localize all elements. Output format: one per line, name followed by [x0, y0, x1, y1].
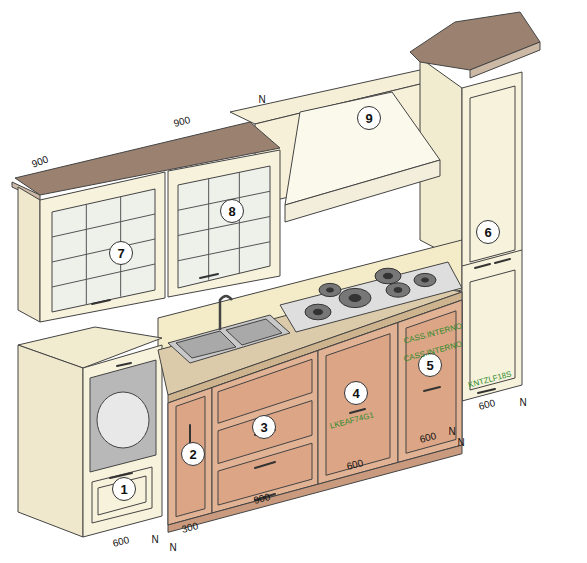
callout-text: 9: [365, 112, 372, 125]
dimension-label: 600: [478, 398, 497, 412]
callout-text: 1: [120, 483, 127, 496]
dimension-label: N: [519, 398, 526, 408]
dimension-label: 600: [112, 535, 131, 549]
callout-number: 2: [181, 442, 205, 466]
dimension-label: 300: [181, 521, 200, 535]
callout-text: 8: [228, 205, 235, 218]
callout-text: 5: [426, 359, 433, 372]
dimension-label: N: [151, 535, 158, 545]
callout-number: 3: [252, 415, 276, 439]
callout-text: 3: [260, 421, 267, 434]
callout-number: 7: [109, 241, 133, 265]
dimension-label: 900: [30, 154, 49, 169]
dimension-label: N: [258, 95, 265, 105]
dimension-label: N: [457, 438, 464, 448]
callout-number: 6: [476, 220, 500, 244]
dimension-label: N: [448, 427, 455, 437]
callout-text: 6: [484, 226, 491, 239]
callout-text: 7: [117, 247, 124, 260]
callout-number: 1: [112, 477, 136, 501]
callout-text: 4: [352, 387, 359, 400]
callout-text: 2: [189, 448, 196, 461]
callout-number: 9: [357, 106, 381, 130]
callout-number: 8: [220, 199, 244, 223]
dimension-label: 900: [173, 115, 192, 129]
callout-number: 4: [344, 381, 368, 405]
dimension-label: N: [169, 543, 176, 553]
